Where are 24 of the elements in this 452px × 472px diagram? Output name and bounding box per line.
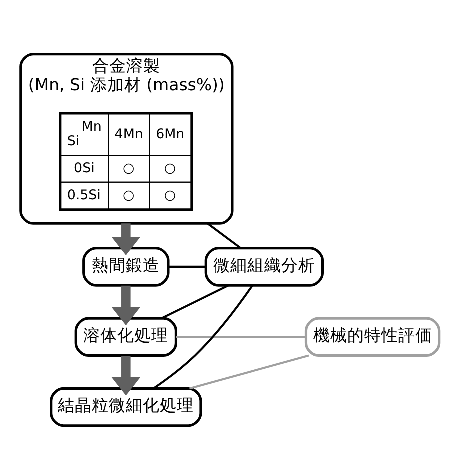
label: ○ <box>123 161 135 176</box>
arrow <box>112 356 141 396</box>
label: ○ <box>123 188 135 204</box>
connector <box>168 266 206 268</box>
label: 6Mn <box>156 127 185 142</box>
label: Si <box>67 134 80 150</box>
node-box: 微細組織分析 <box>204 247 324 287</box>
node-box: 熱間鍛造 <box>82 247 170 287</box>
connector <box>176 336 306 338</box>
label: 4Mn <box>114 127 144 142</box>
node-box: 溶体化処理 <box>74 317 178 357</box>
label: ○ <box>164 188 176 204</box>
connector <box>153 285 254 390</box>
label: 0Si <box>74 161 95 176</box>
label: Mn <box>82 120 102 136</box>
label: 0.5Si <box>67 188 101 204</box>
connector <box>207 222 242 250</box>
connector <box>189 354 310 390</box>
arrow <box>112 286 141 326</box>
node-box: 結晶粒微細化処理 <box>50 387 202 428</box>
connector <box>162 284 229 320</box>
label: ○ <box>164 161 176 176</box>
node-box: 機械的特性評価 <box>304 317 441 357</box>
arrow <box>112 224 141 256</box>
